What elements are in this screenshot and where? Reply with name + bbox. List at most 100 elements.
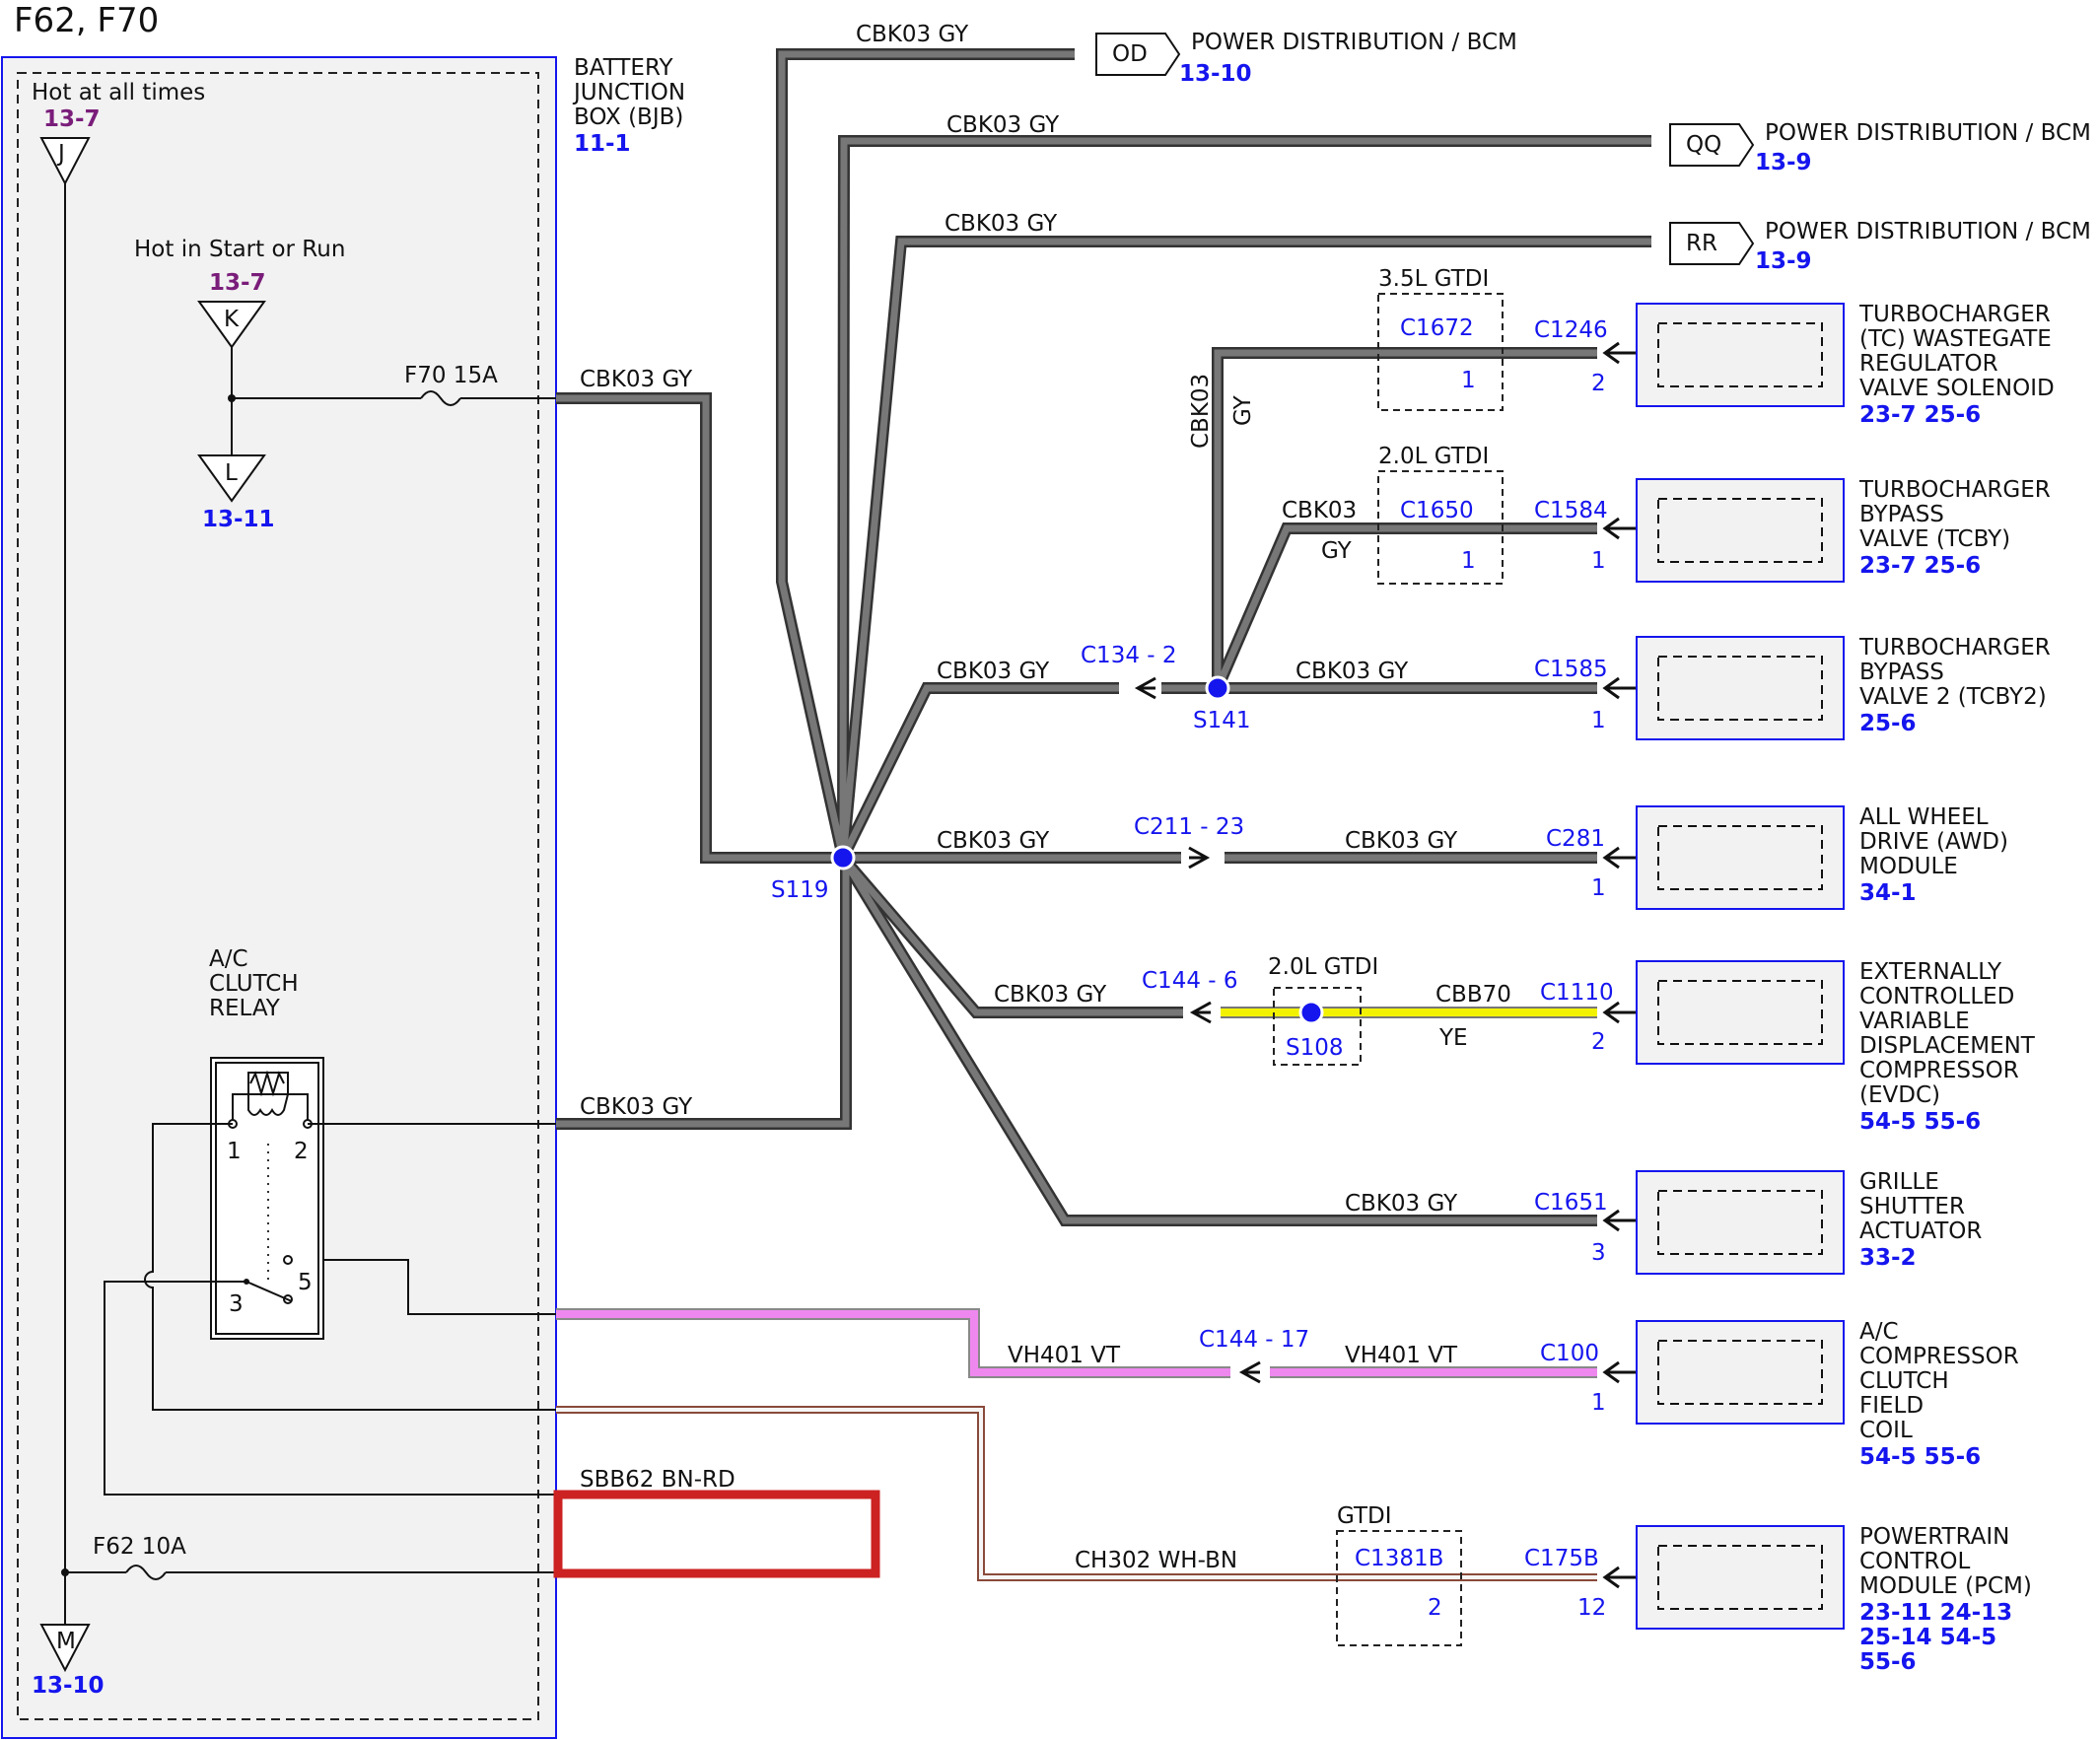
- component-tcby2-line1: TURBOCHARGER: [1858, 635, 2051, 661]
- inline-c1650-pin: 1: [1461, 548, 1476, 574]
- wire-bjb-to-s119: [556, 394, 843, 862]
- component-tcby2-line3: VALVE 2 (TCBY2): [1859, 684, 2047, 710]
- hot-at-all-times-label: Hot at all times: [32, 80, 205, 105]
- component-ac-clutch-coil-box: [1636, 1320, 1845, 1425]
- splice-s119: [830, 845, 856, 870]
- offpage-rr-icon: [1669, 222, 1755, 265]
- component-pcm-line3: MODULE (PCM): [1859, 1573, 2032, 1599]
- connector-c1651-pin: 3: [1591, 1240, 1606, 1266]
- connector-m-icon: [39, 1624, 91, 1673]
- c134-label: C134 - 2: [1081, 643, 1177, 668]
- wire-label-ch302: CH302 WH-BN: [1075, 1548, 1237, 1573]
- offpage-od-ref: 13-10: [1179, 61, 1252, 87]
- splice-s108-label: S108: [1286, 1035, 1344, 1061]
- option-3-5l-label: 3.5L GTDI: [1378, 266, 1489, 292]
- relay-pin1-wire: [144, 1123, 556, 1411]
- bjb-name-ref: 11-1: [574, 131, 631, 157]
- component-ac-coil-line3: CLUTCH: [1859, 1368, 1949, 1394]
- offpage-od-label: POWER DISTRIBUTION / BCM: [1191, 30, 1517, 55]
- c144-17-label: C144 - 17: [1199, 1327, 1309, 1353]
- component-grille-refs: 33-2: [1859, 1245, 1917, 1271]
- offpage-rr-ref: 13-9: [1755, 248, 1812, 274]
- bjb-name-line2: JUNCTION: [572, 80, 685, 105]
- component-tcby2-refs: 25-6: [1859, 711, 1917, 736]
- offpage-rr-tag: RR: [1686, 231, 1717, 256]
- wire-label-c281: CBK03 GY: [1345, 828, 1458, 854]
- component-grille-shutter-box: [1636, 1170, 1845, 1275]
- splice-s141-label: S141: [1193, 708, 1251, 733]
- connector-l-icon: [197, 454, 266, 503]
- wire-vh401-left-outline: [556, 1308, 1230, 1378]
- wire-qq: [839, 137, 1651, 859]
- wire-label-vh401-right: VH401 VT: [1345, 1343, 1458, 1368]
- relay-pin5-label: 5: [298, 1270, 313, 1295]
- inline-c1381b-pin: 2: [1428, 1595, 1442, 1621]
- wire-label-c1584-gy: GY: [1321, 538, 1353, 564]
- wire-label-qq: CBK03 GY: [946, 112, 1060, 138]
- relay-pin1-label: 1: [227, 1139, 242, 1164]
- component-tcby-box: [1636, 478, 1845, 583]
- wire-sbb62-label: SBB62 BN-RD: [580, 1467, 735, 1493]
- wire-label-cbb70: CBB70: [1435, 982, 1511, 1008]
- component-awd-module: C281 1 ALL WHEEL DRIVE (AWD) MODULE 34-1: [1546, 804, 2008, 910]
- cbk03-wire-group: [556, 48, 1651, 1226]
- component-pcm-refs-line3: 55-6: [1859, 1649, 1917, 1675]
- connector-c1584-pin: 1: [1591, 548, 1606, 574]
- connector-c281-label: C281: [1546, 826, 1605, 852]
- offpage-qq-icon: [1669, 123, 1755, 167]
- relay-pin3-wire: [104, 1281, 556, 1496]
- inline-c1381b-label: C1381B: [1355, 1546, 1443, 1571]
- component-grille-line2: SHUTTER: [1859, 1194, 1965, 1219]
- battery-junction-box: [1, 56, 557, 1739]
- connector-l-label: L: [225, 460, 238, 486]
- wire-label-c1651: CBK03 GY: [1345, 1191, 1458, 1217]
- wire-c1584: [1214, 524, 1597, 690]
- wire-label-c1585: CBK03 GY: [1295, 659, 1409, 684]
- wire-label-bjb: CBK03 GY: [580, 367, 693, 392]
- hot-start-run-ref: 13-7: [209, 270, 266, 296]
- option-gtdi-box: [1336, 1530, 1462, 1646]
- c211-label: C211 - 23: [1134, 814, 1244, 840]
- wire-label-ye: YE: [1438, 1025, 1468, 1051]
- component-tc-wastegate-inner: [1657, 322, 1823, 387]
- component-tcby2-line2: BYPASS: [1859, 660, 1944, 685]
- component-evdc-line2: CONTROLLED: [1859, 984, 2014, 1009]
- component-ac-coil-refs: 54-5 55-6: [1859, 1444, 1981, 1470]
- wire-c1651: [840, 856, 1597, 1224]
- component-evdc-box: [1636, 960, 1845, 1065]
- offpage-od-tag: OD: [1112, 41, 1148, 67]
- fuse-f62-icon: [125, 1565, 167, 1580]
- component-grille-line3: ACTUATOR: [1859, 1218, 1982, 1244]
- connector-c175b-label: C175B: [1524, 1546, 1599, 1571]
- wire-label-c1246-gy: GY: [1230, 394, 1256, 426]
- component-evdc-inner: [1657, 980, 1823, 1045]
- splice-s119-label: S119: [771, 877, 829, 903]
- wire-label-c144: CBK03 GY: [994, 982, 1107, 1008]
- component-awd-refs: 34-1: [1859, 880, 1917, 906]
- inline-c1672-label: C1672: [1400, 315, 1474, 341]
- component-tc-wastegate-line2: (TC) WASTEGATE: [1859, 326, 2052, 352]
- connector-c1651-label: C1651: [1534, 1190, 1608, 1216]
- option-3-5l-box: [1377, 293, 1504, 411]
- component-tcby-inner: [1657, 498, 1823, 563]
- component-grille-shutter-inner: [1657, 1190, 1823, 1255]
- splice-s141: [1205, 675, 1230, 701]
- component-tc-wastegate: C1246 2 TURBOCHARGER (TC) WASTEGATE REGU…: [1534, 302, 2055, 428]
- connector-c1110-label: C1110: [1540, 980, 1614, 1006]
- hot-start-run-label: Hot in Start or Run: [134, 237, 345, 262]
- wire-qq-outline: [837, 135, 1651, 859]
- component-tcby-line3: VALVE (TCBY): [1859, 526, 2010, 552]
- ac-clutch-relay: [210, 1057, 324, 1340]
- connector-c281-pin: 1: [1591, 875, 1606, 901]
- c144-6-label: C144 - 6: [1142, 968, 1238, 994]
- relay-pin2-label: 2: [294, 1139, 309, 1164]
- connector-l-ref: 13-11: [202, 507, 275, 532]
- component-ac-coil-line4: FIELD: [1859, 1393, 1924, 1419]
- component-tc-wastegate-line3: REGULATOR: [1859, 351, 1998, 377]
- offpage-qq-ref: 13-9: [1755, 150, 1812, 175]
- component-pcm-line1: POWERTRAIN: [1859, 1524, 2009, 1550]
- wire-vh401-left: [556, 1310, 1230, 1376]
- wire-od-outline: [776, 48, 1075, 860]
- offpage-qq-label: POWER DISTRIBUTION / BCM: [1765, 120, 2091, 146]
